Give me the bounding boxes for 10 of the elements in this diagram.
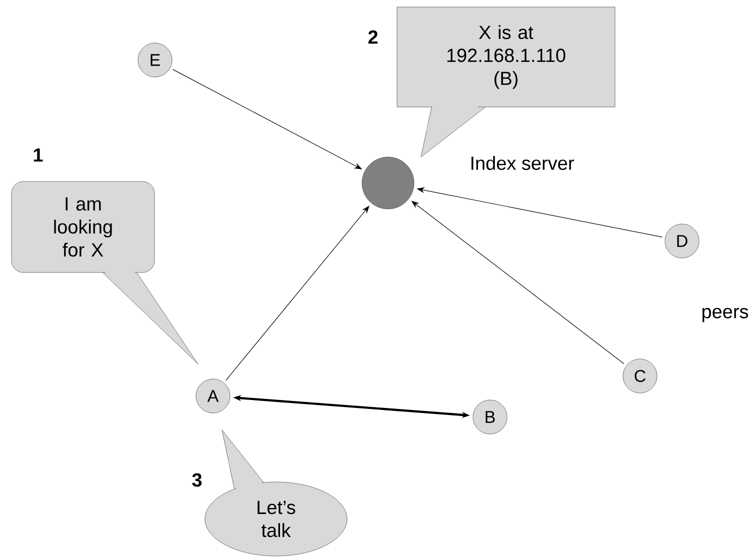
speech-bubble: I am looking for X: [11, 181, 198, 364]
server-label: Index server: [472, 156, 574, 170]
arrow: [226, 206, 370, 381]
server-circle: [362, 156, 414, 210]
step-number: 2: [368, 30, 378, 44]
speech-bubble: Let’s talk: [204, 430, 348, 556]
group-label: peers: [702, 308, 748, 322]
step-number: 1: [34, 148, 43, 162]
step-number: 3: [192, 473, 202, 487]
speech-bubble: X is at 192.168.1.110 (B): [396, 6, 616, 158]
